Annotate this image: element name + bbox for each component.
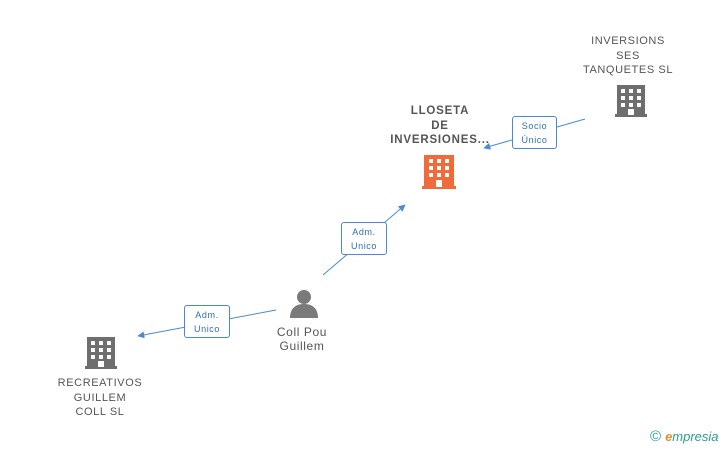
person-line-2: Guillem	[279, 339, 325, 353]
person-icon[interactable]	[290, 290, 318, 318]
node-label-lloseta[interactable]: LLOSETA DE INVERSIONES...	[380, 104, 500, 148]
inversions-line-1: INVERSIONS	[591, 35, 665, 47]
relation-adm-recreativos-line-1: Adm.	[195, 310, 219, 320]
building-icon-lloseta[interactable]	[422, 155, 456, 189]
recreativos-line-1: RECREATIVOS	[57, 377, 143, 389]
relation-adm-lloseta[interactable]: Adm. Unico	[341, 222, 387, 255]
relation-adm-recreativos-line-2: Unico	[193, 324, 220, 334]
lloseta-line-1: LLOSETA	[410, 105, 470, 117]
recreativos-line-2: GUILLEM	[73, 391, 127, 404]
recreativos-line-3: COLL SL	[75, 406, 125, 418]
node-label-person[interactable]: Coll Pou Guillem	[262, 325, 342, 353]
building-icon-recreativos[interactable]	[85, 337, 117, 369]
node-label-recreativos[interactable]: RECREATIVOS GUILLEM COLL SL	[44, 376, 156, 420]
relation-socio-line-1: Socio	[521, 121, 548, 131]
inversions-line-2: SES	[616, 49, 640, 62]
inversions-line-3: TANQUETES SL	[582, 64, 674, 76]
relation-adm-recreativos[interactable]: Adm. Unico	[184, 305, 230, 338]
node-label-inversions[interactable]: INVERSIONS SES TANQUETES SL	[570, 34, 686, 78]
brand-wordmark: empresia	[665, 429, 719, 444]
relation-socio-line-2: Único	[521, 135, 548, 145]
person-line-1: Coll Pou	[276, 325, 328, 339]
copyright-icon: ©	[650, 428, 662, 445]
relation-adm-lloseta-line-1: Adm.	[352, 227, 376, 237]
building-icon-inversions[interactable]	[615, 85, 647, 117]
relation-socio-unico[interactable]: Socio Único	[512, 116, 557, 149]
lloseta-line-2: DE	[431, 119, 449, 132]
relation-adm-lloseta-line-2: Unico	[350, 241, 377, 251]
lloseta-line-3: INVERSIONES...	[390, 134, 490, 146]
brand-logo[interactable]: © empresia	[650, 428, 719, 445]
